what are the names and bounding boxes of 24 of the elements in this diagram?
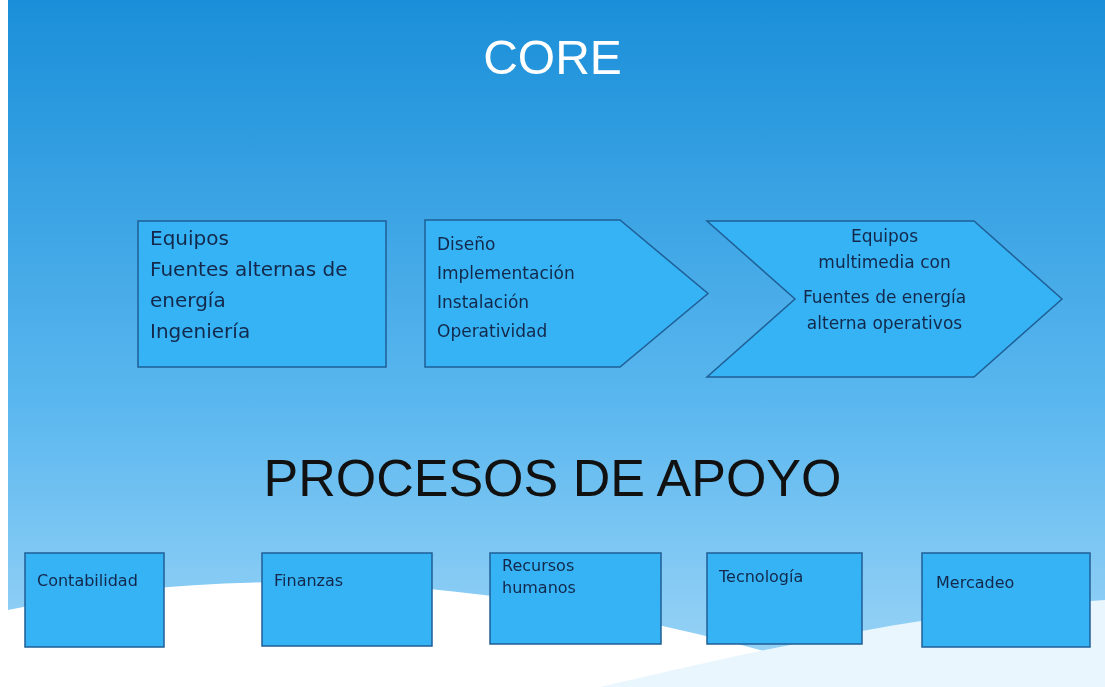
node-text: Finanzas xyxy=(274,571,345,592)
section-heading: PROCESOS DE APOYO xyxy=(262,448,843,508)
node-text: Tecnología xyxy=(719,567,805,588)
node-text: Ingeniería xyxy=(150,318,252,345)
node-text: Diseño xyxy=(437,233,497,256)
node-text: Instalación xyxy=(437,290,531,314)
process-box xyxy=(490,553,661,644)
process-box xyxy=(262,553,432,646)
process-box xyxy=(25,553,164,647)
node-text: Contabilidad xyxy=(37,571,139,592)
process-step-shape xyxy=(425,220,708,367)
process-box xyxy=(138,221,386,367)
node-text: Fuentes de energía alterna operativos xyxy=(802,285,967,336)
node-text: Equipos multimedia con xyxy=(817,225,952,275)
node-text: Fuentes alternas de energía xyxy=(150,256,349,314)
process-box xyxy=(707,553,862,644)
node-text: Mercadeo xyxy=(936,573,1016,594)
node-text: Equipos xyxy=(150,225,230,252)
node-text: Implementación xyxy=(437,261,576,285)
process-box xyxy=(922,553,1090,647)
result-step-shape xyxy=(707,221,1062,377)
node-text: Recursos humanos xyxy=(502,555,577,600)
slide-title: CORE xyxy=(482,30,623,85)
node-text: Operatividad xyxy=(437,319,549,343)
